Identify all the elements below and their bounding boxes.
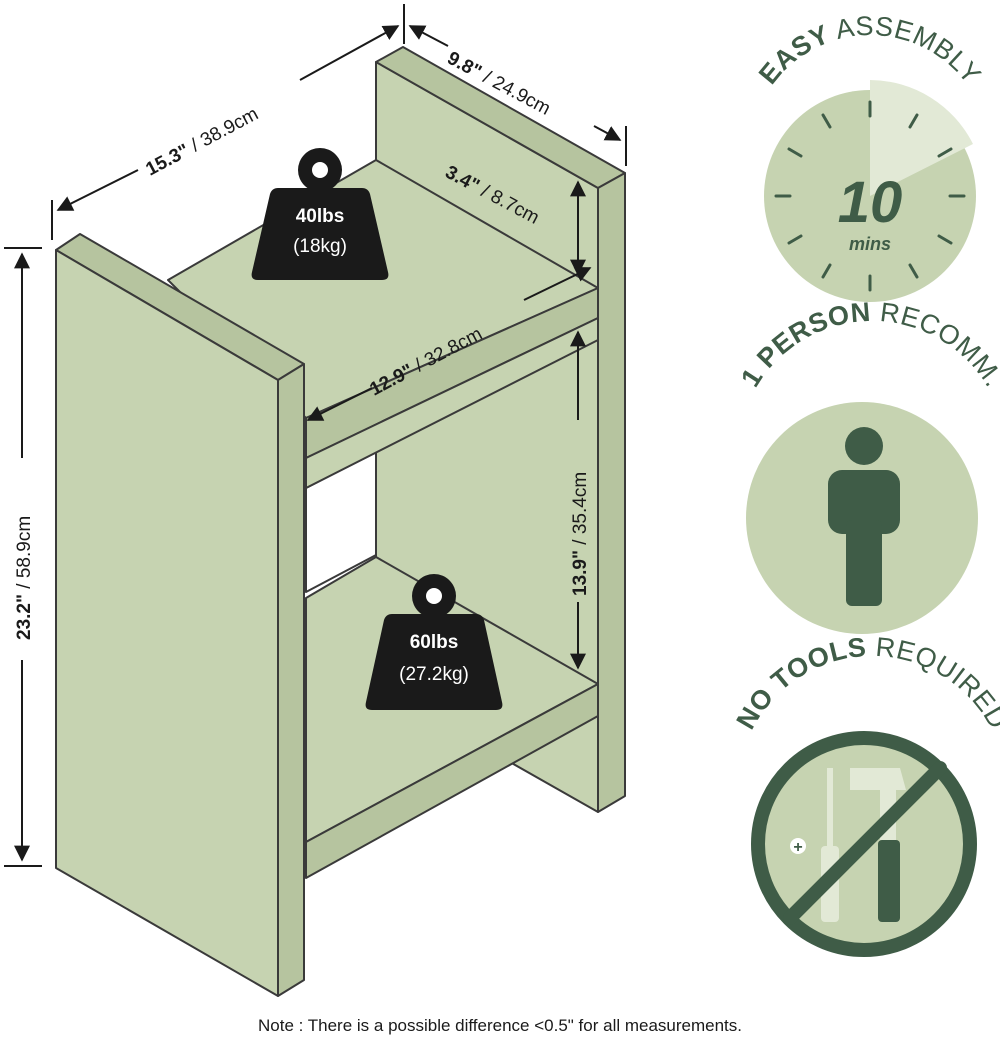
bottom-weight-lbs: 60lbs xyxy=(410,632,459,653)
top-weight-kg: (18kg) xyxy=(293,236,347,257)
dimension-lines xyxy=(4,4,627,867)
clock-ticks-icon xyxy=(774,100,966,292)
inner-height-label: 13.9" / 35.4cm xyxy=(570,472,591,596)
bottom-shelf-front xyxy=(305,683,599,879)
left-panel-face xyxy=(55,249,279,997)
assembly-minutes: 10 xyxy=(838,170,903,235)
right-panel-side xyxy=(597,172,626,813)
total-height-label: 23.2" / 58.9cm xyxy=(14,516,35,640)
person-badge-title: 1 PERSON RECOMM. xyxy=(735,297,1000,392)
person-badge: 1 PERSON RECOMM. xyxy=(735,297,1000,634)
left-panel-side xyxy=(277,363,305,997)
bottom-weight-kg: (27.2kg) xyxy=(399,664,469,685)
width-label: 15.3" / 38.9cm xyxy=(142,104,261,181)
assembly-badge: EASY ASSEMBLY 10 mins xyxy=(753,11,987,302)
top-shelf-under xyxy=(305,317,599,489)
bottom-weight-icon: 60lbs (27.2kg) xyxy=(365,574,503,710)
top-weight-lbs: 40lbs xyxy=(296,206,345,227)
svg-text:+: + xyxy=(793,839,802,856)
top-weight-icon: 40lbs (18kg) xyxy=(251,148,389,280)
tools-badge: NO TOOLS REQUIRED + xyxy=(731,632,1000,957)
assembly-unit: mins xyxy=(849,234,891,254)
assembly-badge-title: EASY ASSEMBLY xyxy=(753,11,987,90)
measurement-note: Note : There is a possible difference <0… xyxy=(257,1016,743,1035)
person-icon xyxy=(828,427,900,606)
timer-wedge xyxy=(870,80,973,196)
tools-badge-title: NO TOOLS REQUIRED xyxy=(731,632,1000,734)
no-slash-icon xyxy=(783,761,947,925)
